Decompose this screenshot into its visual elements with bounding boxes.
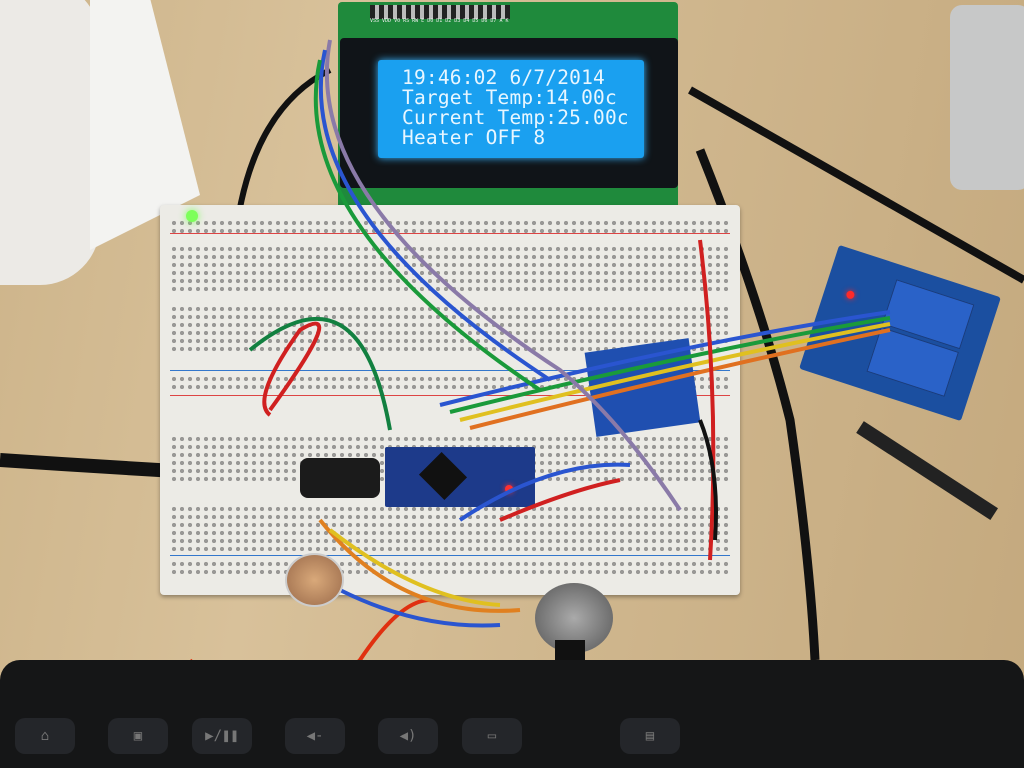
red-wire-2 xyxy=(499,478,621,522)
lcd-line-current-temp: Current Temp:25.00c xyxy=(402,106,629,129)
lcd-ribbon-blue xyxy=(318,49,552,382)
lcd-ribbon-green xyxy=(313,59,542,392)
ribbon-wire-yellow xyxy=(459,322,891,422)
light-dependent-resistor xyxy=(285,553,344,607)
ground-rail xyxy=(170,370,730,371)
key-calculator[interactable]: ▤ xyxy=(620,718,680,754)
black-cable-right xyxy=(688,86,1024,284)
red-wire xyxy=(262,321,322,417)
ribbon-wire-orange xyxy=(469,328,891,430)
key-volume-down[interactable]: ◀- xyxy=(285,718,345,754)
lcd-display: 19:46:02 6/7/2014 Target Temp:14.00c Cur… xyxy=(378,60,644,158)
orange-wire xyxy=(318,518,521,613)
terminal-holes xyxy=(170,505,730,551)
lcd-line-time-date: 19:46:02 6/7/2014 xyxy=(402,66,605,89)
rail-holes xyxy=(170,219,730,235)
usb-connector xyxy=(300,458,380,498)
key-mail[interactable]: ▭ xyxy=(462,718,522,754)
blue-wire xyxy=(339,588,501,628)
ribbon-wire-green xyxy=(449,316,891,414)
lcd-pin-labels: VSS VDD V0 RS RW E D0 D1 D2 D3 D4 D5 D6 … xyxy=(370,18,509,24)
key-home[interactable]: ⌂ xyxy=(15,718,75,754)
key-play-pause[interactable]: ▶/❚❚ xyxy=(192,718,252,754)
terminal-holes xyxy=(170,245,730,291)
lcd-line-heater-status: Heater OFF 8 xyxy=(402,126,546,149)
external-drive xyxy=(950,5,1024,190)
lcd-line-target-temp: Target Temp:14.00c xyxy=(402,86,617,109)
key-mute[interactable]: ◀) xyxy=(378,718,438,754)
ribbon-wire-blue xyxy=(439,310,891,407)
green-led xyxy=(186,210,198,222)
power-rail xyxy=(170,395,730,396)
blue-wire-2 xyxy=(458,462,631,522)
lcd-ribbon-purple xyxy=(324,39,682,512)
lcd-header-pins xyxy=(370,5,510,19)
black-wire xyxy=(698,419,718,541)
ground-rail xyxy=(170,555,730,556)
red-wire-3 xyxy=(698,239,716,561)
usb-charger-tray xyxy=(0,0,100,285)
yellow-wire xyxy=(328,528,501,607)
arduino-led xyxy=(505,485,513,493)
green-wire xyxy=(248,316,392,431)
key-media[interactable]: ▣ xyxy=(108,718,168,754)
